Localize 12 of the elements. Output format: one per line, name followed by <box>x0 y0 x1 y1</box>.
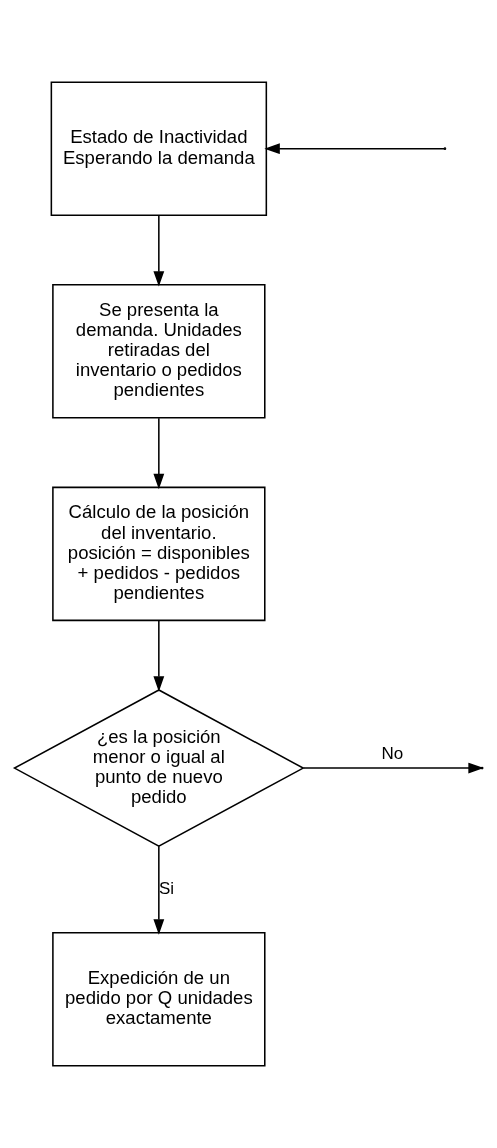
edge-label: Si <box>159 878 175 898</box>
node-box: Estado de Inactividad Esperando la demanda <box>50 81 268 216</box>
arrow <box>153 417 165 490</box>
edge-label: No <box>381 743 404 763</box>
node-box: Expedición de un pedido por Q unidades exactamente <box>52 932 266 1067</box>
arrow <box>264 143 446 155</box>
arrow <box>153 845 165 935</box>
node-diamond: ¿es la posición menor o igual al punto de nuevo pedido <box>12 689 305 848</box>
arrow <box>153 214 165 287</box>
node-box: Cálculo de la posición del inventario. posición = disponibles + pedidos - pedidos pendientes <box>52 486 266 622</box>
node-box: Se presenta la demanda. Unidades retiradas del inventario o pedidos pendientes <box>52 284 266 419</box>
arrow <box>153 619 165 692</box>
